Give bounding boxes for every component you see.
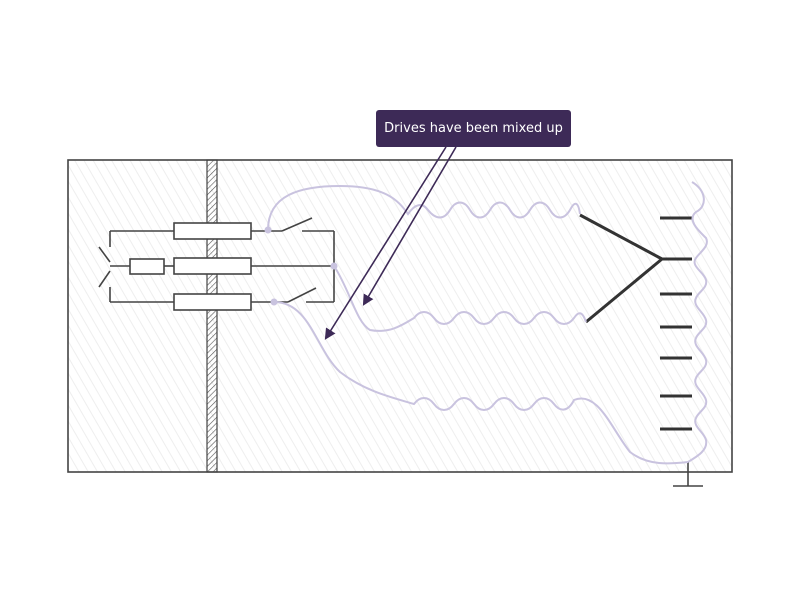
electrode-rack [660, 216, 692, 431]
callout-arrows [324, 146, 457, 340]
switch-icon [287, 287, 317, 303]
coil-icon [267, 184, 581, 231]
ground-symbol-icon [673, 462, 703, 487]
control-circuit [98, 217, 335, 311]
coil-icon [333, 265, 587, 332]
resistor-icon [173, 257, 252, 275]
y-electrode [579, 213, 663, 324]
switch-icon [98, 246, 111, 263]
coil-icon [687, 181, 708, 463]
callout-arrow-right [362, 146, 457, 306]
coil-icon [273, 301, 689, 465]
coil-wires [267, 181, 708, 465]
callout-label: Drives have been mixed up [376, 110, 571, 147]
junction-dots [264, 226, 338, 306]
enclosure-frame [67, 159, 733, 473]
resistor-icon [173, 293, 252, 311]
callout-arrow-left [324, 146, 447, 340]
switch-icon [281, 217, 313, 232]
resistor-icon [173, 222, 252, 240]
resistor-icon [129, 258, 165, 275]
partition-wall [206, 159, 218, 473]
